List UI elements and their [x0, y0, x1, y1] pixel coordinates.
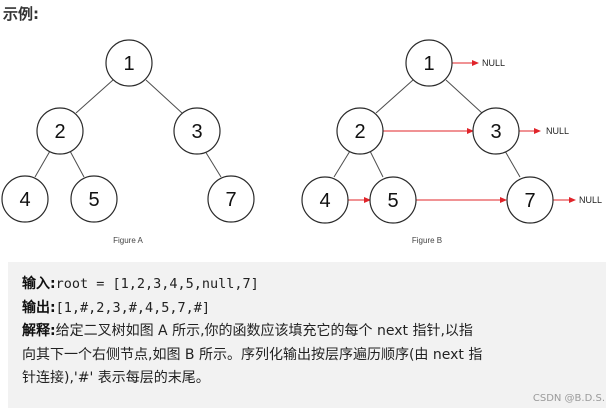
- tree-node-b5: 5: [369, 176, 417, 224]
- node-label: 5: [88, 189, 99, 211]
- explanation-text-3: 针连接),'#' 表示每层的末尾。: [22, 370, 210, 386]
- edge-a1-a3: [145, 79, 183, 114]
- explanation-line-1: 解释:给定二叉树如图 A 所示,你的函数应该填充它的每个 next 指针,以指: [22, 320, 592, 344]
- tree-node-b1: 1: [405, 39, 453, 87]
- node-label: 4: [319, 190, 330, 212]
- tree-node-a5: 5: [70, 175, 118, 223]
- node-label: 5: [387, 190, 398, 212]
- node-label: 2: [54, 121, 65, 143]
- node-label: 3: [191, 121, 202, 143]
- edge-a3-a7: [204, 150, 222, 178]
- null-label: NULL: [546, 126, 569, 136]
- edge-b1-b2: [375, 79, 414, 114]
- tree-node-b2: 2: [336, 107, 384, 155]
- example-heading: 示例:: [3, 5, 39, 23]
- node-label: 4: [19, 189, 30, 211]
- edge-b2-b5: [369, 150, 384, 178]
- input-value: root = [1,2,3,4,5,null,7]: [55, 276, 259, 292]
- example-block: 输入:root = [1,2,3,4,5,null,7] 输出:[1,#,2,3…: [8, 262, 606, 408]
- explanation-text-2: 向其下一个右侧节点,如图 B 所示。序列化输出按层序遍历顺序(由 next 指: [22, 346, 483, 363]
- node-label: 3: [490, 121, 501, 143]
- explanation-line-2: 向其下一个右侧节点,如图 B 所示。序列化输出按层序遍历顺序(由 next 指: [22, 344, 592, 368]
- node-label: 7: [524, 190, 535, 212]
- node-label: 1: [123, 53, 134, 75]
- figure-b-caption: Figure B: [412, 236, 442, 245]
- output-line: 输出:[1,#,2,3,#,4,5,7,#]: [22, 297, 592, 321]
- tree-node-a1: 1: [105, 39, 153, 87]
- node-label: 7: [225, 189, 236, 211]
- edge-a1-a2: [75, 79, 114, 114]
- node-label: 1: [423, 53, 434, 75]
- tree-node-b3: 3: [472, 107, 520, 155]
- null-label: NULL: [482, 58, 505, 68]
- tree-node-b7: 7: [506, 176, 554, 224]
- edge-b3-b7: [504, 150, 521, 178]
- input-line: 输入:root = [1,2,3,4,5,null,7]: [22, 273, 592, 297]
- edge-b1-b3: [445, 79, 483, 114]
- edge-a2-a4: [34, 150, 51, 178]
- explanation-line-3: 针连接),'#' 表示每层的末尾。: [22, 367, 592, 391]
- null-label: NULL: [579, 195, 602, 205]
- explanation-text-1: 给定二叉树如图 A 所示,你的函数应该填充它的每个 next 指针,以指: [55, 323, 473, 339]
- figure-a-caption: Figure A: [113, 236, 143, 245]
- input-label: 输入:: [22, 276, 56, 292]
- edge-b2-b4: [333, 150, 351, 178]
- tree-diagram: 1 2 3 4 5 7 Figure A 1 2 3: [1, 39, 602, 245]
- output-value: [1,#,2,3,#,4,5,7,#]: [55, 299, 211, 316]
- watermark: CSDN @B.D.S.: [532, 393, 605, 404]
- tree-node-b4: 4: [301, 176, 349, 224]
- tree-node-a2: 2: [36, 107, 84, 155]
- output-label: 输出:: [22, 299, 56, 316]
- node-label: 2: [354, 121, 365, 143]
- tree-node-a4: 4: [1, 175, 49, 223]
- edge-a2-a5: [69, 150, 85, 178]
- explanation-label: 解释:: [22, 323, 56, 339]
- tree-node-a3: 3: [173, 107, 221, 155]
- tree-node-a7: 7: [207, 175, 255, 223]
